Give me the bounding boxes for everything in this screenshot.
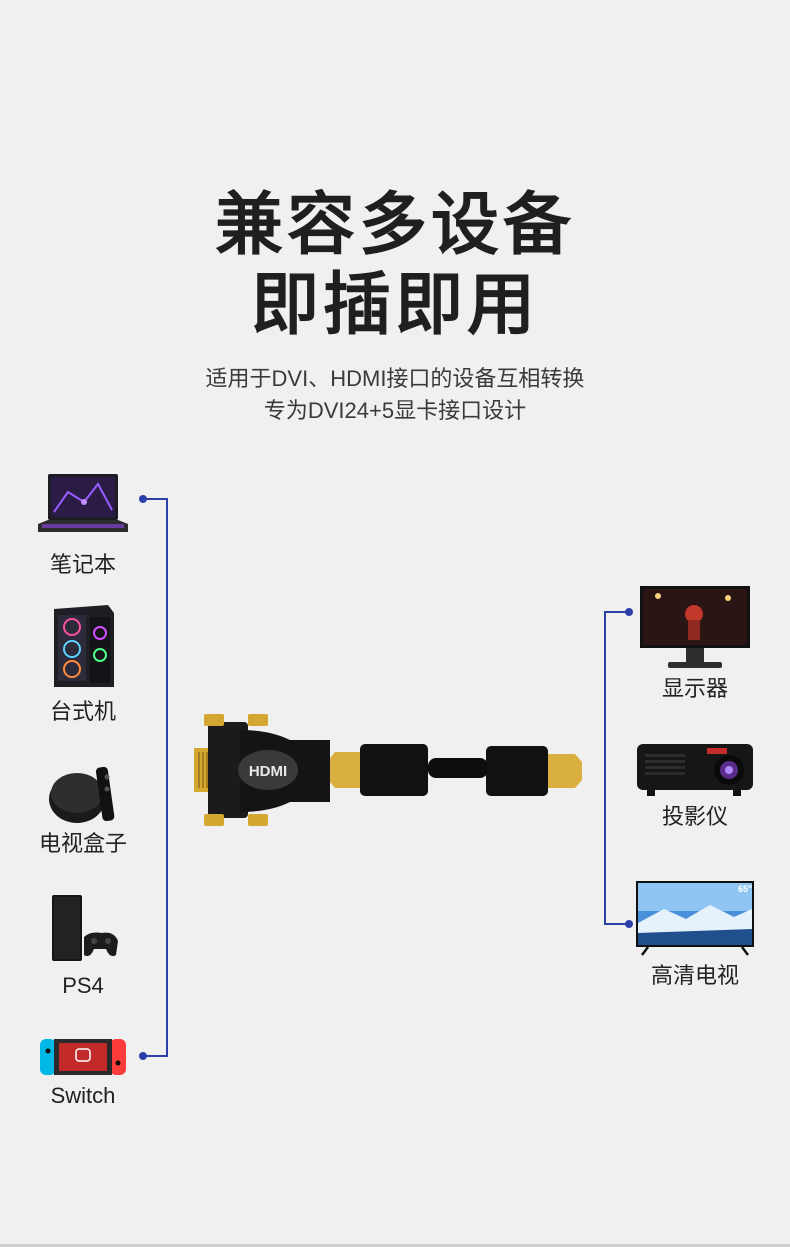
device-hd-tv: 65" 高清电视 <box>630 879 760 989</box>
device-label-desktop: 台式机 <box>49 699 116 724</box>
subtitle-line-1: 适用于DVI、HDMI接口的设备互相转换 <box>205 366 585 391</box>
device-label-tv-box: 电视盒子 <box>38 831 127 856</box>
projector-icon <box>633 740 757 798</box>
device-laptop: 笔记本 <box>18 472 148 578</box>
headline-line-2: 即插即用 <box>250 267 539 343</box>
laptop-icon <box>36 472 130 540</box>
hd-tv-icon: 65" <box>634 879 756 957</box>
device-label-monitor: 显示器 <box>661 676 728 701</box>
device-label-projector: 投影仪 <box>661 804 728 829</box>
device-label-laptop: 笔记本 <box>49 552 116 577</box>
headline-line-1: 兼容多设备 <box>214 187 575 263</box>
device-projector: 投影仪 <box>630 740 760 830</box>
subtitle-line-2: 专为DVI24+5显卡接口设计 <box>263 398 527 423</box>
tv-size-badge: 65" <box>738 884 752 894</box>
monitor-icon <box>638 584 752 670</box>
bottom-divider <box>0 1244 790 1247</box>
switch-console-icon <box>38 1037 128 1077</box>
device-desktop: 台式机 <box>18 603 148 725</box>
device-switch: Switch <box>18 1037 148 1109</box>
device-label-hd-tv: 高清电视 <box>650 963 739 988</box>
device-label-ps4: PS4 <box>62 973 104 998</box>
dvi-hdmi-adapter-product: HDMI <box>190 710 590 830</box>
desktop-pc-icon <box>48 603 118 689</box>
device-monitor: 显示器 <box>630 584 760 702</box>
tv-box-icon <box>43 763 123 825</box>
adapter-logo-text: HDMI <box>249 763 287 780</box>
device-ps4: PS4 <box>18 893 148 999</box>
device-label-switch: Switch <box>50 1083 116 1108</box>
ps4-console-icon <box>46 893 120 963</box>
device-tv-box: 电视盒子 <box>18 763 148 857</box>
